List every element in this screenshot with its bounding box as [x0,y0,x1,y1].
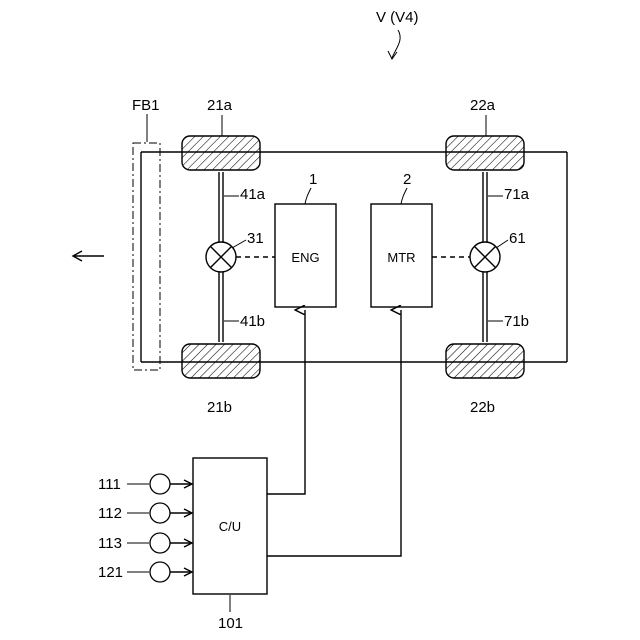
sensor-121: 121 [98,562,192,582]
rear-differential-leader [496,240,508,248]
vehicle-leader-arrowhead [388,51,397,59]
axle-front-upper-label: 41a [240,186,266,203]
motor-block: MTR [371,204,432,307]
frame-fb1-label: FB1 [132,97,160,114]
sensor-111: 111 [98,474,192,494]
engine-text: ENG [291,250,319,265]
sensor-label: 111 [98,476,121,493]
cu-to-motor-signal [267,310,401,556]
wheel-front-right [182,344,260,378]
sensor-label: 121 [98,564,123,581]
wheel-rear-right-label: 22b [470,399,495,416]
motor-ref-label: 2 [403,171,411,188]
sensor-113: 113 [98,533,192,553]
rear-differential-label: 61 [509,230,526,247]
axle-rear-upper-label: 71a [504,186,530,203]
engine-ref-label: 1 [309,171,317,188]
wheel-front-left [182,136,260,170]
engine-ref-leader [305,188,311,204]
front-differential-label: 31 [247,230,264,247]
sensor-label: 112 [98,505,122,522]
control-unit-ref-label: 101 [218,615,243,632]
wheel-front-right-label: 21b [207,399,232,416]
sensor-label: 113 [98,535,122,552]
wheel-front-left-label: 21a [207,97,233,114]
sensor-112: 112 [98,503,192,523]
forward-direction-arrow [73,251,104,261]
wheel-rear-left [446,136,524,170]
front-differential-leader [232,240,246,248]
engine-block: ENG [275,204,336,307]
axle-front-lower-label: 41b [240,313,265,330]
cu-to-engine-signal [267,310,305,494]
wheel-rear-left-label: 22a [470,97,496,114]
control-unit-block: C/U [193,458,267,594]
wheel-rear-right [446,344,524,378]
vehicle-label: V (V4) [376,9,419,26]
vehicle-body-outline [141,152,567,362]
motor-ref-leader [401,188,407,204]
frame-fb1-outline [133,143,160,370]
front-differential [206,242,236,272]
control-unit-text: C/U [219,519,241,534]
rear-differential [470,242,500,272]
axle-rear-lower-label: 71b [504,313,529,330]
motor-text: MTR [387,250,415,265]
